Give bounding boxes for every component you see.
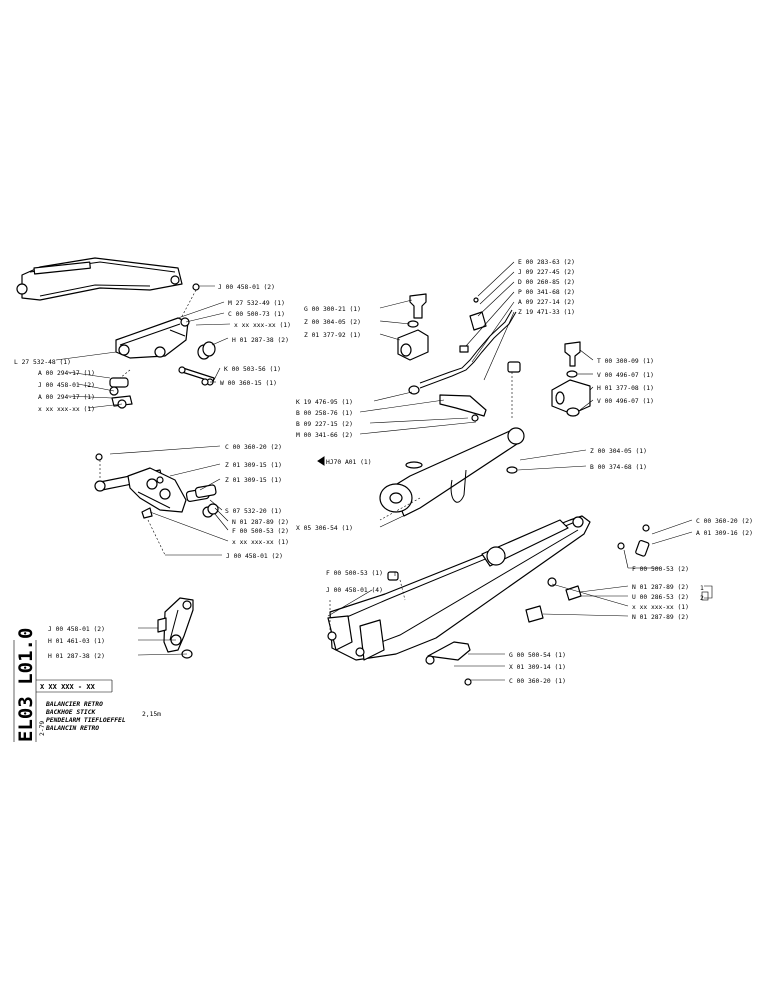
callout-label: Z 01 309-15 (1)	[225, 477, 282, 484]
callout-label: B 00 258-76 (1)	[296, 410, 353, 417]
callout-label: J 00 458-01 (2)	[48, 626, 105, 633]
callout-label: C 00 360-20 (1)	[509, 678, 566, 685]
callout-label: Z 00 304-05 (1)	[590, 448, 647, 455]
title-de: PENDELARM TIEFLOEFFEL	[46, 717, 126, 724]
bracket-mark: 2	[700, 595, 704, 602]
callout-label: D 00 260-85 (2)	[518, 279, 575, 286]
callout-label: A 01 309-16 (2)	[696, 530, 753, 537]
size-label: 2,15m	[142, 711, 161, 718]
callout-label: K 00 503-56 (1)	[224, 366, 281, 373]
callout-label: F 00 500-53 (2)	[632, 566, 689, 573]
linkage-assembly	[94, 453, 222, 556]
callout-label: A 00 294-17 (1)	[38, 370, 95, 377]
title-block: X XX XXX - XX BALANCIER RETRO BACKHOE ST…	[13, 628, 161, 742]
callouts-bottom-right: C 00 360-20 (2) A 01 309-16 (2) F 00 500…	[326, 518, 753, 685]
callout-label: G 00 500-54 (1)	[509, 652, 566, 659]
callout-label: C 00 360-20 (2)	[225, 444, 282, 451]
link-rod	[157, 597, 194, 659]
callout-label: Z 19 471-33 (1)	[518, 309, 575, 316]
arrow-left-icon	[317, 456, 325, 466]
callout-label: C 00 500-73 (1)	[228, 311, 285, 318]
callout-label: M 27 532-49 (1)	[228, 300, 285, 307]
callout-label: J 09 227-45 (2)	[518, 269, 575, 276]
callout-label: C 00 360-20 (2)	[696, 518, 753, 525]
callout-label: x xx xxx-xx (1)	[232, 539, 289, 546]
callout-label: X 05 306-54 (1)	[296, 525, 353, 532]
callout-label: A 00 294-17 (1)	[38, 394, 95, 401]
callout-label: HJ70 A01 (1)	[326, 459, 372, 466]
arrow-markers	[201, 378, 325, 466]
title-en: BACKHOE STICK	[45, 709, 96, 716]
hose-fittings	[397, 293, 591, 422]
callout-label: E 00 283-63 (2)	[518, 259, 575, 266]
callout-label: J 00 458-01 (2)	[226, 553, 283, 560]
callout-label: X 01 309-14 (1)	[509, 664, 566, 671]
callouts-middle-left: C 00 360-20 (2) Z 01 309-15 (1) Z 01 309…	[225, 444, 289, 560]
callout-label: K 19 476-95 (1)	[296, 399, 353, 406]
date-label: 2-79	[39, 721, 46, 736]
callout-label: F 00 500-53 (1)	[326, 570, 383, 577]
callout-label: G 00 300-21 (1)	[304, 306, 361, 313]
callout-label: H 01 461-03 (1)	[48, 638, 105, 645]
title-fr: BALANCIER RETRO	[45, 701, 103, 708]
callout-label: x xx xxx-xx (1)	[38, 406, 95, 413]
callouts-top-right: E 00 283-63 (2) J 09 227-45 (2) D 00 260…	[296, 259, 654, 532]
callout-label: B 00 374-68 (1)	[590, 464, 647, 471]
callouts-bottom-left: J 00 458-01 (2) H 01 461-03 (1) H 01 287…	[48, 626, 105, 660]
callout-label: S 07 532-20 (1)	[225, 508, 282, 515]
callout-label: V 00 496-07 (1)	[597, 398, 654, 405]
callout-label: x xx xxx-xx (1)	[632, 604, 689, 611]
washer-marker-icon	[201, 378, 209, 386]
title-es: BALANCIN RETRO	[45, 725, 99, 732]
bracket-assembly	[109, 283, 216, 409]
document-code: EL03 L01.0	[15, 628, 37, 742]
callout-label: T 00 300-09 (1)	[597, 358, 654, 365]
callout-label: Z 01 377-92 (1)	[304, 332, 361, 339]
callout-label: N 01 287-89 (2)	[632, 614, 689, 621]
bracket-mark: 1	[700, 585, 704, 592]
callout-label: M 00 341-66 (2)	[296, 432, 353, 439]
callout-label: L 27 532-48 (1)	[14, 359, 71, 366]
callout-label: x xx xxx-xx (1)	[234, 322, 291, 329]
callouts-top-left: J 00 458-01 (2) M 27 532-49 (1) C 00 500…	[14, 284, 291, 413]
callout-label: F 00 500-53 (2)	[232, 528, 289, 535]
callout-label: H 01 287-38 (2)	[48, 653, 105, 660]
callout-label: P 00 341-68 (2)	[518, 289, 575, 296]
callout-label: J 00 458-01 (2)	[218, 284, 275, 291]
callout-label: H 01 287-38 (2)	[232, 337, 289, 344]
backhoe-stick	[327, 515, 650, 686]
callout-label: H 01 377-08 (1)	[597, 385, 654, 392]
callout-label: W 00 360-15 (1)	[220, 380, 277, 387]
arm-overview-sketch	[16, 257, 183, 301]
callout-label: J 00 458-01 (4)	[326, 587, 383, 594]
cylinder-rod	[379, 427, 525, 521]
callout-label: U 00 286-53 (2)	[632, 594, 689, 601]
callout-label: V 00 496-07 (1)	[597, 372, 654, 379]
callout-label: J 00 458-01 (2)	[38, 382, 95, 389]
callout-label: A 09 227-14 (2)	[518, 299, 575, 306]
callout-label: Z 01 309-15 (1)	[225, 462, 282, 469]
callout-label: Z 00 304-05 (2)	[304, 319, 361, 326]
callout-leaders	[55, 261, 713, 681]
callout-label: N 01 287-89 (2)	[632, 584, 689, 591]
callout-label: B 09 227-15 (2)	[296, 421, 353, 428]
ref-box-label: X XX XXX - XX	[40, 683, 96, 691]
callout-label: N 01 287-89 (2)	[232, 519, 289, 526]
